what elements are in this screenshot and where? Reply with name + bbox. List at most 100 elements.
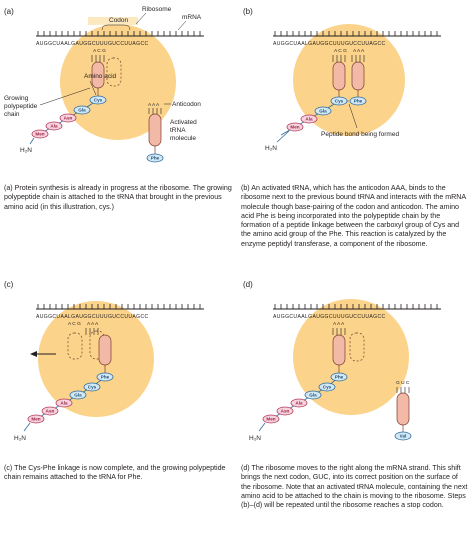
aa-gla: Gla xyxy=(73,105,91,115)
anticodon-incoming: G U C xyxy=(396,380,410,386)
anticodon-bound: A C G xyxy=(334,48,347,54)
svg-text:Ala: Ala xyxy=(50,124,58,129)
svg-text:Men: Men xyxy=(31,417,40,422)
aa-ala: Ala xyxy=(290,398,308,408)
mrna-label: mRNA xyxy=(182,14,202,21)
aa-men: Men xyxy=(31,129,49,139)
mrna-strand xyxy=(36,31,204,37)
empty-site xyxy=(106,57,122,87)
aa-cys: Cys xyxy=(318,382,336,392)
aa-ala: Ala xyxy=(300,114,318,124)
aa-gla: Gla xyxy=(69,390,87,400)
svg-text:Gla: Gla xyxy=(309,393,317,398)
mrna-sequence: AUGGCUAALGAUGGCUUUGUCCUUAGCC xyxy=(36,41,149,47)
svg-text:Ala: Ala xyxy=(305,117,313,122)
growing-chain-label-1: Growing xyxy=(4,95,29,102)
mrna-strand xyxy=(36,304,204,310)
codon-bracket xyxy=(101,24,131,31)
n-terminus: H₂N xyxy=(265,145,277,152)
panel-d: (d) AUGGCUAALGAUGGCUUUGUCCUUAGCC A A A xyxy=(237,273,474,546)
svg-text:Cys: Cys xyxy=(323,385,332,390)
panel-a: (a) AUGGCUAALGAUGGCUUUGUCCUUAGCC mRNA Ri… xyxy=(0,0,237,273)
svg-text:Gla: Gla xyxy=(319,109,327,114)
svg-text:Asn: Asn xyxy=(281,409,290,414)
aa-men: Men xyxy=(286,122,304,132)
svg-text:Ala: Ala xyxy=(295,401,303,406)
svg-text:Men: Men xyxy=(35,132,44,137)
svg-text:Gla: Gla xyxy=(78,108,86,113)
panel-a-label: (a) xyxy=(4,7,14,16)
trna-phe xyxy=(85,328,112,373)
ribosome-top xyxy=(88,17,138,25)
anticodon-incoming: A A A xyxy=(353,48,365,54)
peptide-bond-label: Peptide bond being formed xyxy=(321,131,399,138)
aa-phe: Phe xyxy=(330,372,348,382)
aa-cys: Cys xyxy=(89,95,107,105)
panel-b-diagram: (b) AUGGCUAALGAUGGCUUUGUCCUUAGCC A C G A… xyxy=(243,7,441,152)
aa-asn: Asn xyxy=(59,113,77,123)
anticodon-bound: A A A xyxy=(333,321,345,327)
mrna-sequence: AUGGCUAALGAUGGCUUUGUCCUUAGCC xyxy=(273,314,386,320)
activated-label-1: Activated xyxy=(170,119,197,126)
svg-text:Cys: Cys xyxy=(94,98,103,103)
panel-c-diagram: (c) AUGGCUAALGAUGGCUUUGUCCUUAGCC A C G A… xyxy=(4,280,204,442)
panel-b: (b) AUGGCUAALGAUGGCUUUGUCCUUAGCC A C G A… xyxy=(237,0,474,273)
activated-label-3: molecule xyxy=(170,135,196,142)
panel-a-diagram: (a) AUGGCUAALGAUGGCUUUGUCCUUAGCC mRNA Ri… xyxy=(4,6,204,163)
empty-site xyxy=(349,332,365,362)
ribosome xyxy=(38,301,154,417)
anticodon-bound: A C G xyxy=(68,321,81,327)
svg-text:Ala: Ala xyxy=(60,401,68,406)
panel-d-diagram: (d) AUGGCUAALGAUGGCUUUGUCCUUAGCC A A A xyxy=(243,280,441,442)
empty-site xyxy=(89,330,105,360)
mrna-strand xyxy=(273,31,441,37)
svg-text:Gla: Gla xyxy=(74,393,82,398)
aa-phe-incoming: Phe xyxy=(146,153,164,163)
anticodon-bound: A C G xyxy=(93,48,106,54)
svg-text:Asn: Asn xyxy=(46,409,55,414)
aa-gla: Gla xyxy=(314,106,332,116)
trna-phe xyxy=(332,328,346,373)
trna-bound xyxy=(91,55,105,96)
anticodon-incoming: A A A xyxy=(87,321,99,327)
arrow-left xyxy=(30,351,56,357)
trna-incoming xyxy=(148,108,162,154)
trna-incoming xyxy=(396,387,410,432)
aa-cys: Cys xyxy=(330,96,348,106)
trna-bound xyxy=(332,55,346,97)
aa-asn: Asn xyxy=(276,406,294,416)
panel-b-label: (b) xyxy=(243,7,253,16)
aa-asn: Asn xyxy=(41,406,59,416)
svg-text:Val: Val xyxy=(400,434,407,439)
svg-text:Phe: Phe xyxy=(354,99,363,104)
svg-text:Cys: Cys xyxy=(88,385,97,390)
svg-text:Phe: Phe xyxy=(151,156,160,161)
mrna-sequence: AUGGCUAALGAUGGCUUUGUCCUUAGCC xyxy=(273,41,386,47)
anticodon-label: Anticodon xyxy=(172,101,201,108)
panel-d-label: (d) xyxy=(243,280,253,289)
svg-text:Phe: Phe xyxy=(101,375,110,380)
activated-label-2: tRNA xyxy=(170,127,186,134)
panel-d-caption: (d) The ribosome moves to the right alon… xyxy=(241,464,468,510)
ribosome-label: Ribosome xyxy=(142,6,172,13)
svg-text:Men: Men xyxy=(290,125,299,130)
anticodon-incoming: A A A xyxy=(148,102,160,108)
growing-chain-label-3: chain xyxy=(4,111,20,118)
departing-trna-outline xyxy=(67,332,83,360)
panel-c-label: (c) xyxy=(4,280,14,289)
aa-men: Men xyxy=(27,414,45,424)
n-terminus: H₂N xyxy=(20,147,32,154)
aa-phe: Phe xyxy=(96,372,114,382)
codon-label: Codon xyxy=(109,17,129,24)
svg-text:Men: Men xyxy=(266,417,275,422)
mrna-strand xyxy=(273,304,441,310)
n-terminus: H₂N xyxy=(14,435,26,442)
aa-ala: Ala xyxy=(55,398,73,408)
panel-a-caption: (a) Protein synthesis is already in prog… xyxy=(4,184,232,211)
panel-c: (c) AUGGCUAALGAUGGCUUUGUCCUUAGCC A C G A… xyxy=(0,273,237,546)
svg-text:Asn: Asn xyxy=(64,116,73,121)
aa-men: Men xyxy=(262,414,280,424)
trna-incoming xyxy=(351,55,365,97)
svg-text:Cys: Cys xyxy=(335,99,344,104)
growing-chain-label-2: polypeptide xyxy=(4,103,38,110)
